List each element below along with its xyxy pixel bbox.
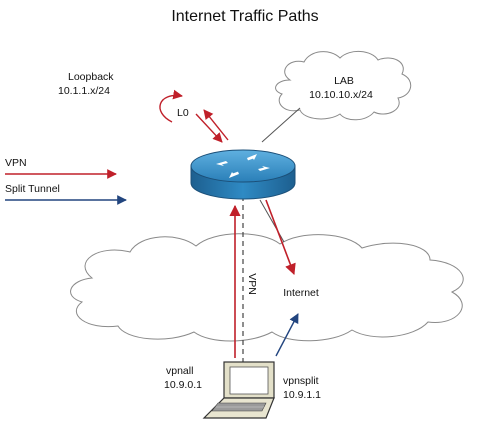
loopback-out-arrow <box>203 109 229 141</box>
split-tunnel-arrow <box>275 313 299 357</box>
lab-subnet: 10.10.10.x/24 <box>309 89 373 101</box>
vpnsplit-ip: 10.9.1.1 <box>283 389 321 401</box>
internet-label: Internet <box>283 287 319 299</box>
vpnall-name: vpnall <box>166 365 193 377</box>
laptop-icon <box>202 361 275 419</box>
vpn-internet-arrow <box>265 199 296 276</box>
lab-cloud-icon <box>275 51 412 121</box>
lab-name: LAB <box>334 75 354 87</box>
router-icon <box>190 149 296 200</box>
internet-link-line <box>259 199 285 243</box>
loopback-curve-arrow <box>159 89 183 123</box>
vpn-tunnel-label: VPN <box>246 273 258 295</box>
loopback-name: Loopback <box>68 71 114 83</box>
diagram-title: Internet Traffic Paths <box>171 8 318 25</box>
loopback-subnet: 10.1.1.x/24 <box>58 85 110 97</box>
loopback-in-arrow <box>195 113 223 143</box>
lab-link-line <box>261 107 301 143</box>
legend-vpn-label: VPN <box>5 157 27 169</box>
loopback-interface-label: L0 <box>177 107 189 119</box>
internet-cloud-icon <box>70 233 464 342</box>
vpnall-ip: 10.9.0.1 <box>164 379 202 391</box>
legend-split-label: Split Tunnel <box>5 183 60 195</box>
vpnsplit-name: vpnsplit <box>283 375 319 387</box>
